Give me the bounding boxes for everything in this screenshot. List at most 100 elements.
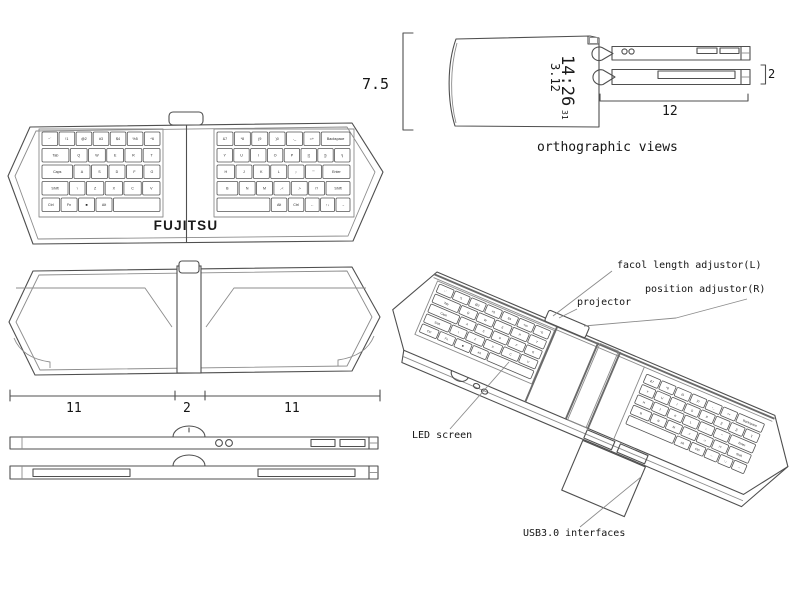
keycap <box>73 164 91 179</box>
keycap-label: D <box>116 170 119 174</box>
keycap-label: A <box>81 170 84 174</box>
keycap <box>423 313 452 333</box>
keycap-label: X <box>491 345 494 349</box>
perspective-left-key-block: ~`!1@2#3$4%5^6TabQWERTCapsASDFGShift\ZXC… <box>419 283 551 380</box>
keycap-label: \| <box>750 434 753 438</box>
keycap-label: ,< <box>280 187 283 191</box>
width-dimension-lines <box>9 389 381 402</box>
keycap <box>334 148 351 163</box>
keycap-label: H <box>642 400 646 405</box>
keycap <box>75 131 93 146</box>
keycap-label: → <box>341 203 345 207</box>
keycap <box>233 148 250 163</box>
keycap-label: C <box>131 187 134 191</box>
keycap <box>507 337 527 353</box>
keycap-label: Caps <box>440 311 448 318</box>
dim-right-half-label: 11 <box>284 401 300 416</box>
keycap-label: X <box>113 187 116 191</box>
keycap-label: .> <box>298 187 301 191</box>
keycap-label: J <box>659 407 662 411</box>
keycap <box>653 390 671 405</box>
keycap-label: I <box>258 154 259 158</box>
keycap <box>711 439 730 454</box>
keycap-label: Ctrl <box>694 447 700 453</box>
keycap <box>126 164 143 179</box>
back-view-drawing <box>8 260 381 376</box>
keycap <box>238 181 256 196</box>
keycap <box>69 148 88 163</box>
perspective-view-drawing: ~`!1@2#3$4%5^6TabQWERTCapsASDFGShift\ZXC… <box>392 270 789 528</box>
keycap <box>634 394 654 410</box>
keycap-label: !1 <box>459 296 463 301</box>
keycap-label: Q <box>77 154 80 158</box>
keycap <box>523 344 543 360</box>
keycap-label: Z <box>474 337 477 341</box>
keycap <box>437 331 456 346</box>
keycap <box>458 305 478 321</box>
keycap-label: ^6 <box>150 137 154 141</box>
side-profile-top <box>9 425 379 450</box>
keycap <box>698 409 716 424</box>
hinge-strip-back <box>176 265 202 374</box>
keycap-label: (9 <box>258 137 261 141</box>
keycap <box>651 401 669 417</box>
keycap-label: ]} <box>735 428 738 432</box>
keycap-label: F <box>133 170 136 174</box>
keycap-label: Fn <box>67 203 71 207</box>
display-time-text: 14:26 <box>557 55 577 106</box>
keycap <box>668 397 686 412</box>
keycap <box>143 164 161 179</box>
keycap-label: ↑↓ <box>326 203 330 207</box>
keycap <box>233 131 251 146</box>
keycap <box>468 297 487 313</box>
keycap-label: Enter <box>332 170 341 174</box>
keycap-label: $4 <box>116 137 120 141</box>
keycap-label: Y <box>223 154 226 158</box>
keycap <box>266 148 284 163</box>
dim-length-label: 12 <box>662 104 678 119</box>
keycap-label: )0 <box>696 399 700 404</box>
keycap <box>91 164 108 179</box>
keycap <box>286 131 303 146</box>
keycap-label: Ctrl <box>48 203 54 207</box>
keycap-label: R <box>132 154 135 158</box>
keycap <box>731 460 748 474</box>
keycap <box>216 181 239 196</box>
keycap <box>683 403 701 418</box>
keycap-label: Z <box>94 187 97 191</box>
keycap <box>682 414 700 430</box>
usb-slot <box>616 443 649 465</box>
keycap-label: Shift <box>735 452 742 458</box>
usb-card <box>561 439 646 518</box>
keycap <box>113 197 161 212</box>
keycap-label: '" <box>312 170 315 174</box>
keycap-label: Backspace <box>742 418 758 428</box>
keycap <box>252 164 270 179</box>
dim-height-label: 7.5 <box>362 75 390 93</box>
keycap <box>527 334 547 350</box>
keycap <box>251 131 269 146</box>
keycap-label: U <box>240 154 243 158</box>
keycap <box>689 393 708 409</box>
keycap-label: [{ <box>308 154 311 158</box>
keycap <box>41 197 61 212</box>
keycap-label: U <box>660 396 664 401</box>
keycap-label: W <box>483 318 487 323</box>
keycap-label: Alt <box>102 203 106 207</box>
keycap <box>235 164 253 179</box>
keycap <box>449 324 468 340</box>
keycap <box>484 304 503 319</box>
keycap <box>649 413 668 428</box>
keycap-label: ,< <box>687 432 691 437</box>
display-sub-text: 31 <box>560 110 569 120</box>
keycap <box>680 426 699 441</box>
keycap <box>325 181 351 196</box>
keycap-label: E <box>114 154 117 158</box>
keycap <box>88 148 106 163</box>
keycap <box>720 406 738 422</box>
keycap <box>250 148 267 163</box>
keycap <box>320 131 351 146</box>
keycap <box>216 197 271 212</box>
keycap-label: Alt <box>680 441 685 446</box>
